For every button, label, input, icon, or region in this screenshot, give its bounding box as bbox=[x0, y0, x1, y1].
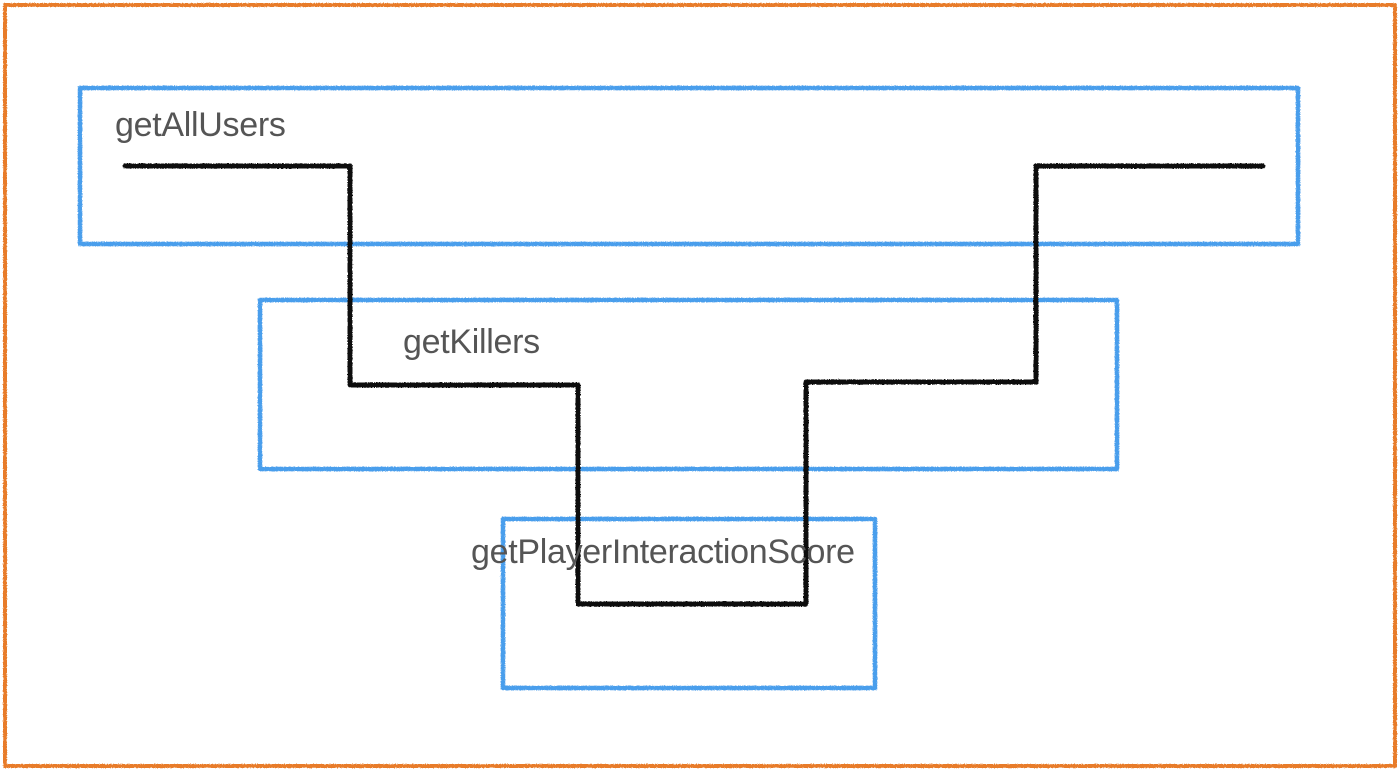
function-label-getallusers: getAllUsers bbox=[115, 106, 286, 144]
execution-path-line bbox=[122, 163, 1266, 607]
function-box-getkillers bbox=[257, 297, 1120, 472]
outer-frame bbox=[3, 3, 1397, 768]
function-box-getallusers bbox=[77, 85, 1301, 247]
function-box-getplayerinteractionscore bbox=[500, 516, 878, 691]
function-label-getplayerinteractionscore: getPlayerInteractionScore bbox=[471, 533, 855, 571]
function-label-getkillers: getKillers bbox=[403, 323, 540, 361]
